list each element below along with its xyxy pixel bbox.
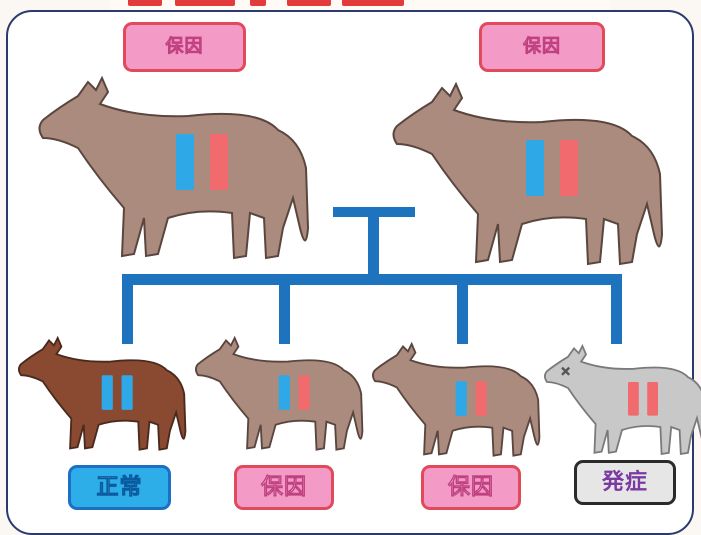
offspring-tag-normal: 正常	[68, 465, 171, 510]
offspring-tag-carrier-1: 保因	[234, 465, 334, 510]
parent-left-tag: 保因	[123, 22, 246, 72]
parent-right-tag: 保因	[479, 22, 605, 72]
diagram-frame	[6, 10, 694, 535]
offspring-tag-affected: 発症	[574, 460, 676, 505]
heading-strip	[110, 0, 610, 10]
offspring-tag-carrier-2: 保因	[421, 465, 521, 510]
